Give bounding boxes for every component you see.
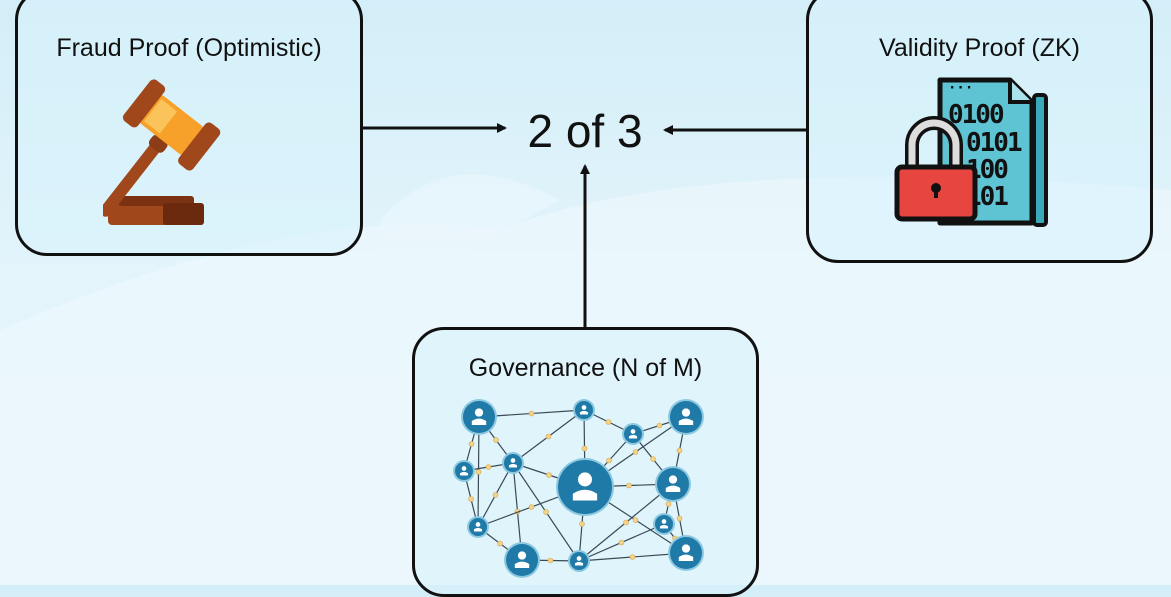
link-dot	[581, 445, 588, 452]
fraud-proof-box: Fraud Proof (Optimistic)	[15, 0, 363, 256]
arrows	[362, 123, 806, 327]
link-dot	[528, 410, 535, 417]
link-dot	[528, 504, 535, 510]
person-head	[681, 544, 691, 553]
person-head	[661, 519, 667, 524]
person-head	[681, 408, 691, 417]
link-dot	[618, 539, 625, 546]
link-dot	[606, 457, 612, 464]
person-body	[628, 434, 638, 439]
person-node-icon	[575, 401, 593, 419]
person-head	[581, 405, 587, 410]
link-dot	[632, 517, 639, 523]
person-node-icon	[655, 515, 673, 533]
validity-proof-box: Validity Proof (ZK) ··· 0100 0101 100 10…	[806, 0, 1153, 263]
box-title: Fraud Proof (Optimistic)	[56, 34, 322, 62]
person-body	[459, 471, 469, 476]
person-head	[517, 551, 527, 560]
link-dot	[650, 456, 656, 462]
person-node-icon	[558, 460, 612, 514]
person-node-icon	[670, 401, 702, 433]
link-dot	[492, 492, 499, 498]
person-body	[659, 524, 669, 529]
person-body	[471, 418, 487, 425]
link-dot	[626, 482, 632, 489]
gavel-icon	[103, 79, 221, 225]
people-network-icon	[453, 399, 704, 578]
link-dot	[545, 433, 552, 440]
person-node-icon	[504, 454, 522, 472]
link-dot	[497, 540, 503, 547]
person-body	[574, 561, 584, 566]
person-body	[508, 463, 518, 468]
link-dot	[665, 501, 672, 507]
link-dot	[579, 521, 585, 527]
link-dot	[468, 441, 475, 447]
person-head	[475, 522, 481, 527]
person-body	[572, 489, 598, 501]
box-title: Governance (N of M)	[468, 354, 703, 382]
person-node-icon	[506, 544, 538, 576]
person-node-icon	[670, 537, 702, 569]
person-head	[474, 408, 484, 417]
link-dot	[546, 472, 552, 478]
link-dot	[468, 496, 474, 502]
link-dot	[493, 437, 499, 443]
person-node-icon	[469, 518, 487, 536]
person-node-icon	[455, 462, 473, 480]
link-dot	[656, 422, 663, 429]
link-dot	[475, 469, 482, 475]
person-body	[678, 418, 694, 425]
person-head	[510, 458, 516, 463]
binary-line: 0100	[948, 100, 1004, 130]
person-node-icon	[463, 401, 495, 433]
binary-document-unlocked-icon: ··· 0100 0101 100 101	[894, 77, 1048, 227]
person-body	[665, 485, 681, 492]
threshold-label: 2 of 3	[527, 105, 643, 157]
link-dot	[623, 519, 629, 526]
svg-text:···: ···	[948, 80, 973, 96]
person-node-icon	[657, 468, 689, 500]
person-body	[579, 410, 589, 415]
link-dot	[605, 419, 612, 425]
person-head	[668, 475, 678, 484]
person-head	[461, 466, 467, 471]
person-head	[576, 556, 582, 561]
link-dot	[543, 509, 549, 515]
link-dot	[629, 554, 636, 560]
link-dot	[676, 515, 683, 522]
person-node-icon	[624, 425, 642, 443]
person-body	[678, 554, 694, 561]
binary-line: 0101	[966, 128, 1022, 158]
box-title: Validity Proof (ZK)	[879, 34, 1080, 62]
link-dot	[676, 447, 683, 454]
person-head	[630, 429, 636, 434]
person-body	[514, 561, 530, 568]
person-node-icon	[570, 552, 588, 570]
person-head	[577, 472, 593, 487]
link-dot	[547, 557, 554, 564]
person-body	[473, 527, 483, 532]
link-dot	[485, 464, 492, 470]
link-dot	[632, 449, 639, 455]
